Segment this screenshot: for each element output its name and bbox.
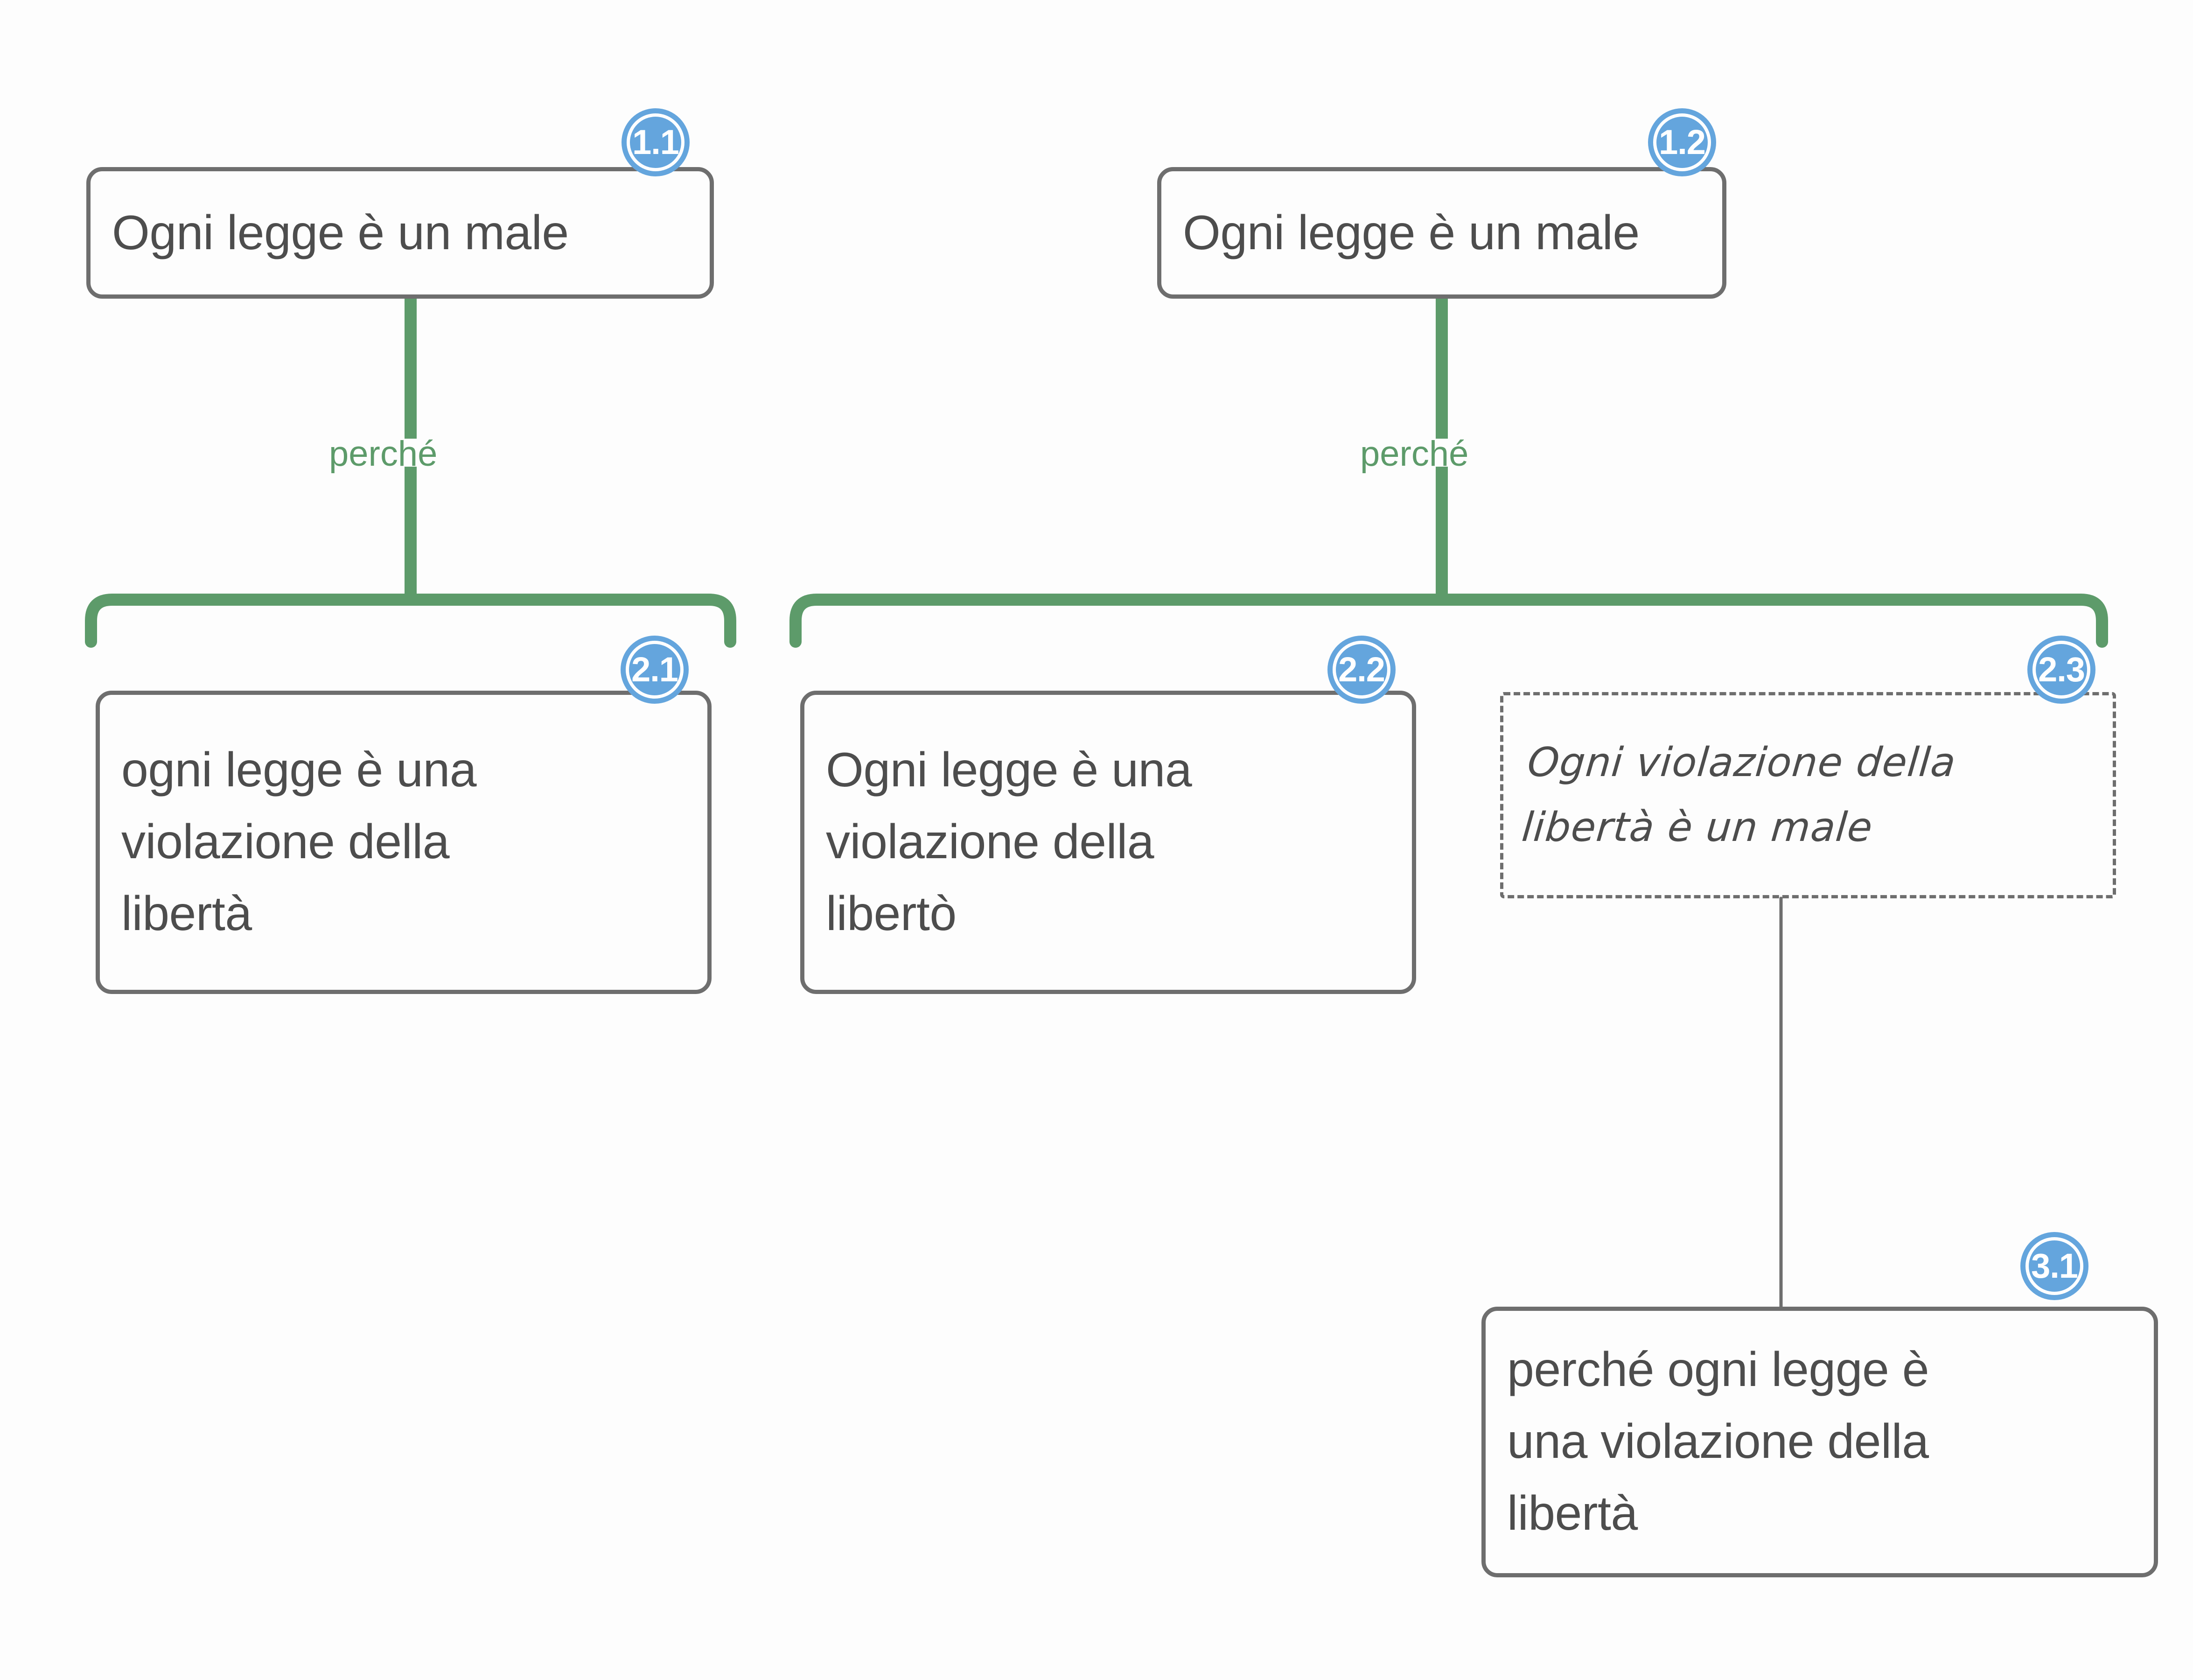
node-1-1-text: Ogni legge è un male (112, 205, 569, 260)
node-2-3[interactable]: Ogni violazione della libertà è un male (1500, 692, 2116, 898)
edge-support-1-2-to-2-2 (789, 299, 2108, 648)
node-3-1-text: perché ogni legge è una violazione della… (1507, 1343, 1929, 1540)
badge-2-1-label: 2.1 (631, 650, 678, 689)
edge-label-perche-1: perché (329, 434, 438, 474)
edge-bracket-2 (789, 594, 2108, 648)
badge-2-2[interactable]: 2.2 (1327, 636, 1396, 704)
node-1-2-text: Ogni legge è un male (1183, 205, 1640, 260)
badge-2-3-label: 2.3 (2038, 650, 2085, 689)
node-2-1-text: ogni legge è una violazione della libert… (121, 743, 477, 941)
badge-1-2-label: 1.2 (1659, 123, 1706, 161)
node-1-2[interactable]: Ogni legge è un male (1157, 167, 1726, 299)
badge-1-1[interactable]: 1.1 (622, 108, 690, 176)
node-1-1[interactable]: Ogni legge è un male (86, 167, 714, 299)
edge-label-perche-2: perché (1360, 434, 1469, 474)
node-2-2[interactable]: Ogni legge è una violazione della libert… (800, 691, 1416, 994)
badge-3-1-label: 3.1 (2031, 1246, 2078, 1285)
badge-1-2[interactable]: 1.2 (1648, 108, 1716, 176)
node-3-1[interactable]: perché ogni legge è una violazione della… (1481, 1307, 2158, 1577)
node-2-3-text: Ogni violazione della libertà è un male (1520, 739, 1958, 851)
badge-2-2-label: 2.2 (1338, 650, 1385, 689)
node-2-1[interactable]: ogni legge è una violazione della libert… (96, 691, 712, 994)
edge-support-1-1-to-2-1 (85, 299, 736, 648)
node-2-2-text: Ogni legge è una violazione della libert… (826, 743, 1192, 941)
edge-bracket-1 (85, 594, 736, 648)
badge-3-1[interactable]: 3.1 (2020, 1232, 2088, 1300)
badge-2-1[interactable]: 2.1 (621, 636, 689, 704)
badge-1-1-label: 1.1 (632, 123, 679, 161)
badge-2-3[interactable]: 2.3 (2027, 636, 2095, 704)
